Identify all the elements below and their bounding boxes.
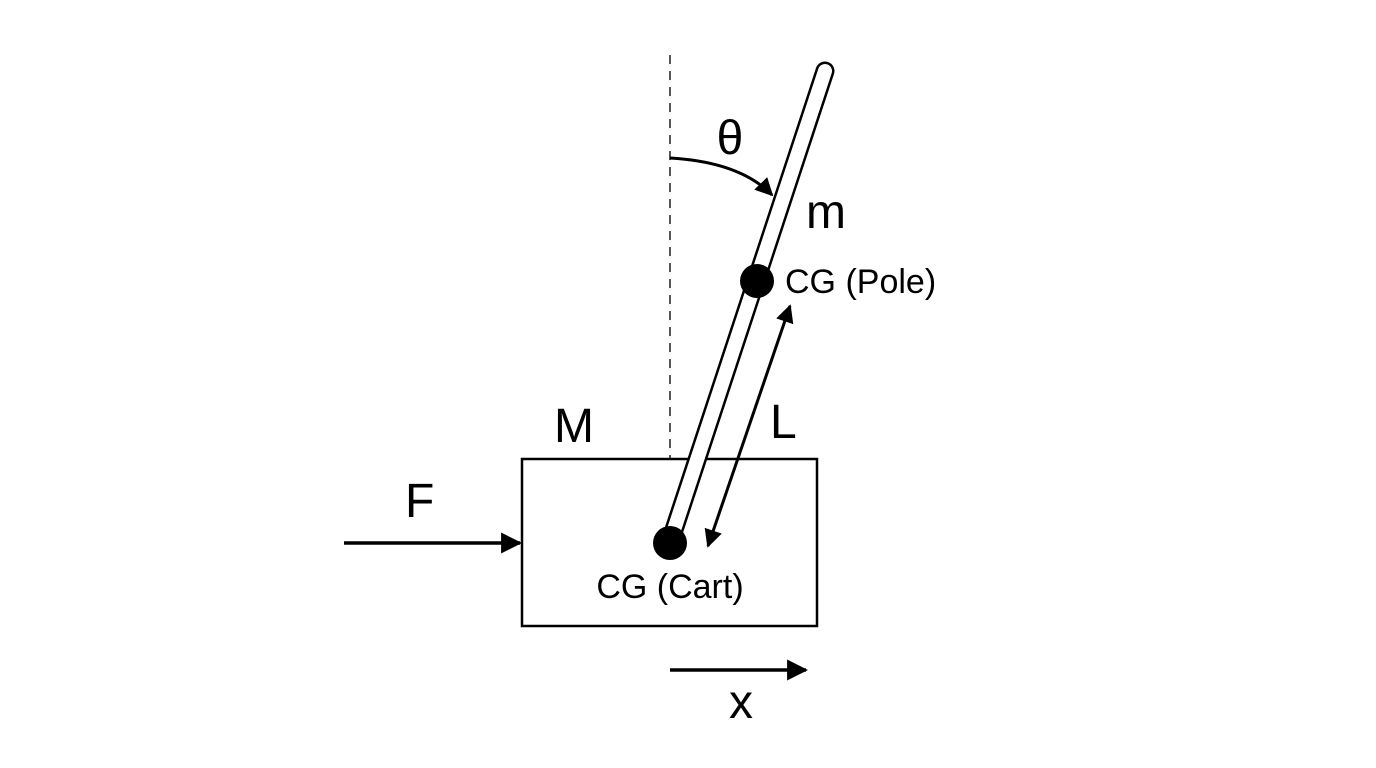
- cg-pole-label: CG (Pole): [785, 263, 936, 301]
- cg-cart-dot: [653, 526, 687, 560]
- pole-mass-label: m: [806, 186, 846, 239]
- cg-cart-label: CG (Cart): [596, 568, 743, 606]
- theta-arc-arrow: [669, 156, 774, 197]
- position-label: x: [729, 676, 753, 729]
- theta-label: θ: [717, 112, 744, 165]
- cg-pole-dot: [740, 264, 774, 298]
- length-label: L: [770, 396, 797, 449]
- force-label: F: [405, 475, 434, 528]
- pole-inner: [663, 64, 832, 549]
- length-arrow: [704, 304, 794, 548]
- cart-mass-label: M: [554, 400, 594, 453]
